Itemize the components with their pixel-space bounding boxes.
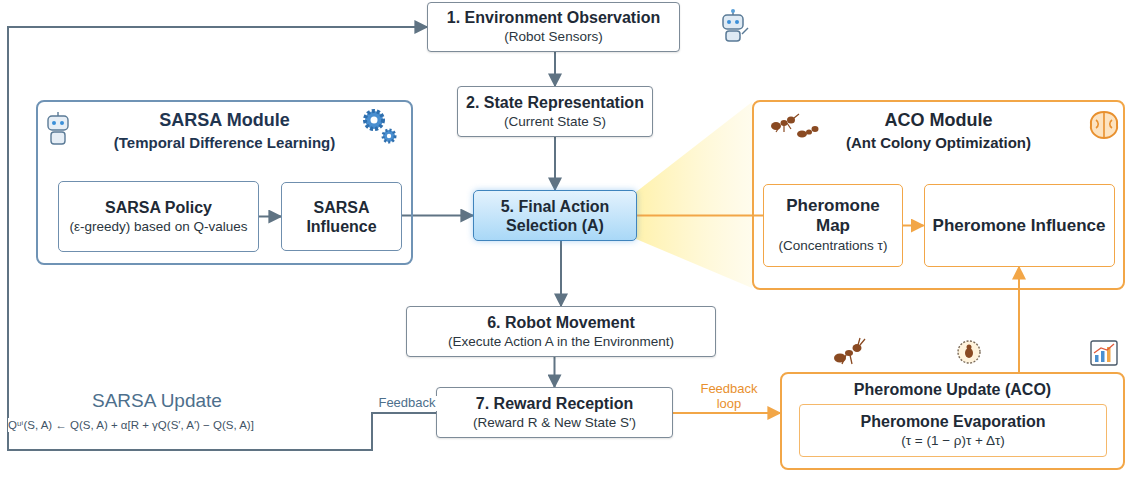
text-group: Pheromone Map(Concentrations τ) (771, 196, 895, 256)
node-title: Pheromone Evaporation (861, 411, 1046, 430)
text-group: 5. Final Action Selection (A) (481, 196, 629, 234)
process-box: SARSA Influence (281, 182, 402, 251)
text-group: 1. Environment Observation (Robot Sensors… (435, 8, 672, 46)
node-title: 1. Environment Observation (447, 8, 660, 27)
flow-arrow (637, 215, 763, 217)
process-box: Pheromone Evaporation (τ = (1 − ρ)τ + Δτ) (799, 404, 1107, 457)
influence-glow (636, 102, 752, 288)
robot-icon (48, 112, 68, 144)
flow-arrow (554, 137, 556, 190)
action-box: 5. Final Action Selection (A) (473, 190, 637, 241)
flow-arrow (554, 52, 556, 86)
process-box: 2. State Representation (Current State S) (457, 86, 653, 137)
text-group: 6. Robot Movement (Execute Action A in th… (414, 312, 708, 350)
flow-arrow (8, 27, 436, 450)
process-box: 7. Reward Reception (Reward R & New State… (436, 387, 673, 438)
node-title: ACO Module (885, 110, 993, 132)
process-box: 6. Robot Movement (Execute Action A in th… (406, 306, 716, 357)
node-subtitle: (Current State S) (504, 114, 606, 131)
ant-icon (834, 338, 865, 364)
node-title: 7. Reward Reception (476, 393, 633, 412)
node-title: Pheromone Influence (933, 215, 1106, 235)
node-subtitle: (Ant Colony Optimization) (846, 134, 1031, 153)
text-group: ACO Module (Ant Colony Optimization) (754, 110, 1123, 152)
text-group: 7. Reward Reception (Reward R & New State… (444, 393, 665, 431)
brain-icon (1091, 112, 1117, 138)
module-panel: Pheromone Update (ACO) Pheromone Evaporat… (780, 372, 1125, 470)
process-box: Pheromone Influence (924, 184, 1115, 267)
module-panel: ACO Module (Ant Colony Optimization) Phero… (752, 100, 1125, 290)
node-title: Pheromone Update (ACO) (854, 380, 1051, 399)
node-subtitle: (Reward R & New State S′) (473, 415, 636, 432)
node-subtitle: (Robot Sensors) (504, 29, 602, 46)
edge-label: Feedback loop (694, 382, 764, 412)
ant-lab-icon (958, 341, 980, 363)
text-group: 2. State Representation (Current State S) (465, 92, 645, 130)
flow-arrow (560, 241, 562, 306)
node-title: 5. Final Action Selection (A) (481, 196, 629, 234)
text-group: SARSA Module (Temporal Difference Learnin… (38, 110, 411, 152)
node-subtitle: (Concentrations τ) (779, 238, 888, 255)
flow-arrow (259, 216, 281, 218)
process-box: 1. Environment Observation (Robot Sensors… (427, 2, 680, 52)
text-group: Pheromone Influence (932, 215, 1107, 235)
edge-label: Feedback (376, 396, 438, 411)
node-title: SARSA Policy (105, 197, 212, 216)
flow-arrow (554, 357, 556, 387)
node-title: SARSA Module (159, 110, 289, 132)
node-subtitle: (Execute Action A in the Environment) (448, 334, 674, 351)
flow-arrow (673, 412, 780, 414)
text-group: Pheromone Evaporation (τ = (1 − ρ)τ + Δτ) (807, 411, 1099, 449)
flow-arrow (1018, 267, 1020, 372)
process-box: Pheromone Map(Concentrations τ) (763, 184, 903, 267)
text-group: SARSA Policy (ε-greedy) based on Q-values (66, 197, 251, 235)
node-title: 6. Robot Movement (487, 312, 635, 331)
node-title: Pheromone Map (771, 196, 895, 237)
node-subtitle: (τ = (1 − ρ)τ + Δτ) (901, 433, 1005, 450)
text-group: Pheromone Update (ACO) (782, 380, 1123, 399)
module-panel: SARSA Module (Temporal Difference Learnin… (36, 100, 413, 265)
node-title: SARSA Influence (289, 197, 394, 235)
ants-icon (771, 114, 819, 138)
robot-icon (723, 9, 748, 41)
section-label: SARSA Update (92, 390, 222, 412)
node-subtitle: (ε-greedy) based on Q-values (70, 219, 248, 236)
node-subtitle: (Temporal Difference Learning) (114, 134, 335, 153)
chart-icon (1091, 341, 1117, 365)
node-title: 2. State Representation (466, 92, 644, 111)
text-group: SARSA Influence (289, 197, 394, 235)
gears-icon (365, 111, 395, 142)
process-box: SARSA Policy (ε-greedy) based on Q-values (58, 181, 259, 252)
formula-text: Qᵘⁱ(S, A) ← Q(S, A) + α[R + γQ(S′, A′) −… (8, 418, 254, 432)
flow-arrow (903, 225, 924, 227)
